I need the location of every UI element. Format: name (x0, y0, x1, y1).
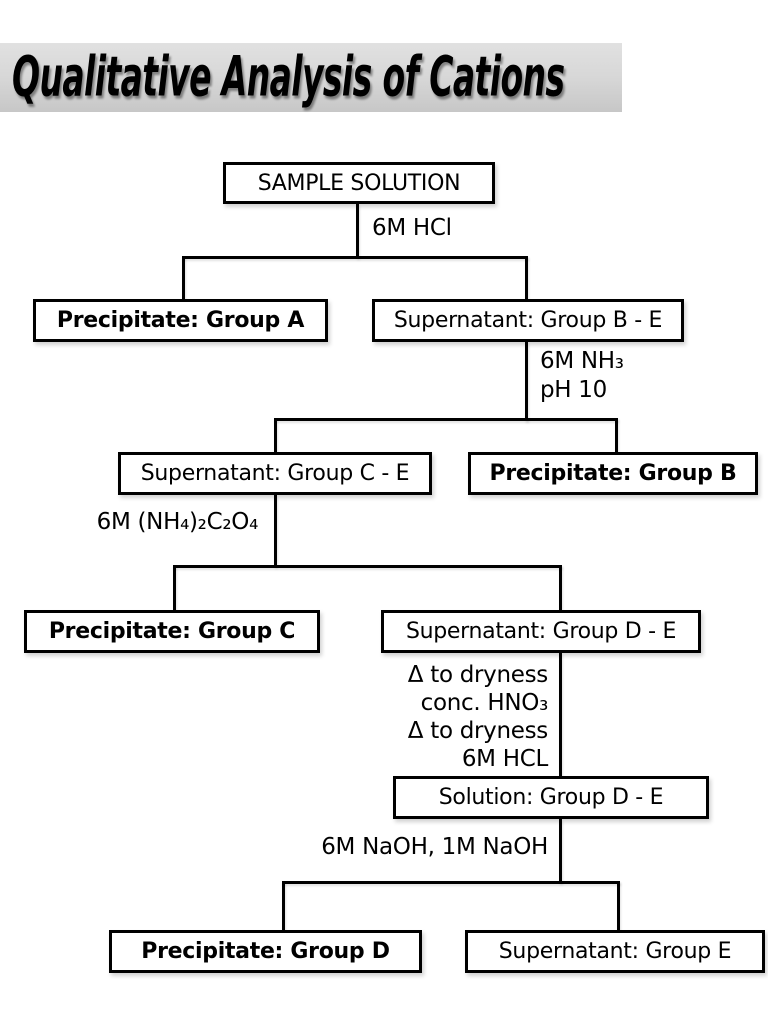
node-supernatant-group-c-e: Supernatant: Group C - E (118, 452, 432, 495)
node-precipitate-group-a: Precipitate: Group A (33, 299, 328, 342)
connector-branch3-horizontal (173, 565, 562, 568)
title-bar: Qualitative Analysis of Cations (0, 43, 622, 112)
node-precipitate-group-b: Precipitate: Group B (468, 452, 758, 495)
node-precipitate-group-c: Precipitate: Group C (24, 610, 320, 653)
connector-branch4-right-drop (617, 881, 620, 932)
reagent-line-conc-hno3: conc. HNO₃ (420, 690, 549, 716)
connector-branch1-left-drop (182, 256, 185, 302)
node-solution-group-d-e: Solution: Group D - E (393, 776, 709, 819)
connector-branch1-right-drop (525, 256, 528, 302)
reagent-label-ph-10: pH 10 (540, 377, 607, 403)
node-precipitate-group-d: Precipitate: Group D (109, 930, 422, 973)
reagent-label-6m-nh3: 6M NH₃ (540, 348, 624, 374)
connector-branch4-left-drop (282, 881, 285, 932)
reagent-label-heat-block: Δ to dryness conc. HNO₃ Δ to dryness 6M … (407, 661, 549, 773)
connector-branch3-left-drop (173, 565, 176, 613)
connector-branch2-horizontal (274, 418, 618, 421)
page-title: Qualitative Analysis of Cations (12, 44, 565, 109)
connector-branch3-right-drop (559, 565, 562, 613)
connector-branch2-right-drop (615, 418, 618, 455)
reagent-label-ammonium-oxalate: 6M (NH₄)₂C₂O₄ (96, 509, 259, 535)
connector-branch2-left-drop (274, 418, 277, 455)
node-sample-solution: SAMPLE SOLUTION (223, 162, 495, 204)
connector-supernatant-be-down (525, 342, 528, 421)
connector-branch1-horizontal (182, 256, 528, 259)
reagent-label-naoh: 6M NaOH, 1M NaOH (321, 834, 548, 860)
reagent-label-6m-hcl: 6M HCl (372, 215, 452, 241)
connector-supernatant-ce-down (274, 495, 277, 567)
reagent-line-delta-dryness-2: Δ to dryness (407, 718, 549, 744)
connector-supernatant-de-down (559, 653, 562, 779)
connector-solution-de-down (559, 819, 562, 883)
node-supernatant-group-d-e: Supernatant: Group D - E (381, 610, 701, 653)
reagent-line-delta-dryness-1: Δ to dryness (407, 662, 549, 688)
node-supernatant-group-b-e: Supernatant: Group B - E (372, 299, 684, 342)
node-supernatant-group-e: Supernatant: Group E (465, 930, 765, 973)
reagent-line-6m-hcl-2: 6M HCL (461, 746, 548, 772)
connector-sample-down (356, 204, 359, 258)
connector-branch4-horizontal (282, 881, 620, 884)
